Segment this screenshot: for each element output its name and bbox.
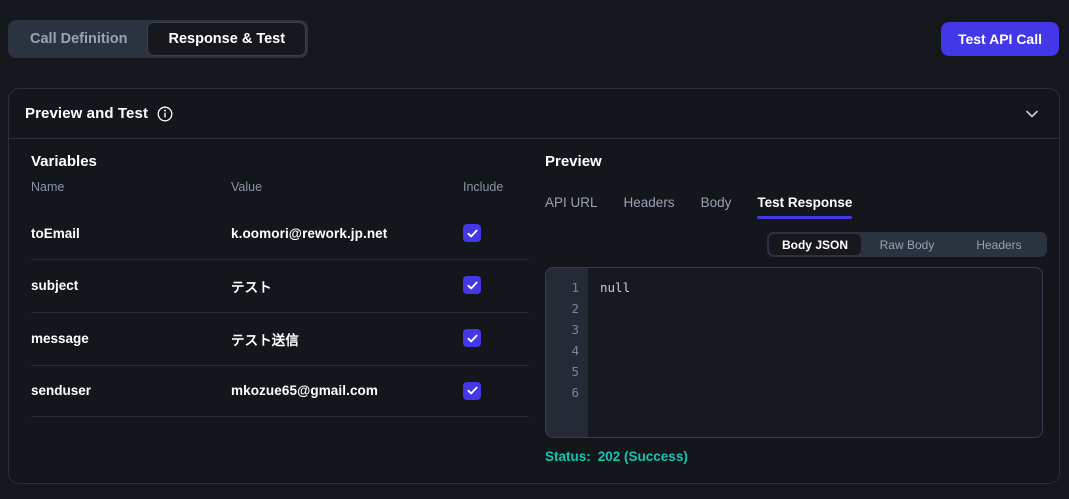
- table-row: toEmail k.oomori@rework.jp.net: [31, 208, 529, 260]
- preview-tab-bar: API URL Headers Body Test Response: [545, 185, 1047, 219]
- body-mode-switch: Body JSON Raw Body Headers: [767, 232, 1047, 257]
- include-cell: [463, 365, 529, 417]
- tab-api-url[interactable]: API URL: [545, 195, 598, 219]
- variable-value: テスト送信: [231, 312, 463, 366]
- table-row: senduser mkozue65@gmail.com: [31, 365, 529, 417]
- table-header-row: Name Value Include: [31, 180, 529, 208]
- include-checkbox[interactable]: [463, 276, 481, 295]
- line-number: 1: [571, 280, 579, 295]
- body-mode-body-json-label: Body JSON: [781, 237, 848, 252]
- variables-table: Name Value Include toEmail k.oomori@rewo…: [31, 180, 529, 417]
- tab-response-and-test-label: Response & Test: [168, 31, 286, 47]
- line-number: 2: [571, 301, 579, 316]
- include-cell: [463, 208, 529, 260]
- variable-name: message: [31, 312, 231, 366]
- line-number: 5: [571, 364, 579, 379]
- variable-value: mkozue65@gmail.com: [231, 365, 463, 417]
- column-header-value: Value: [231, 180, 263, 194]
- info-circle-icon[interactable]: [157, 106, 173, 122]
- tab-test-response-label: Test Response: [757, 195, 853, 210]
- body-mode-raw-body[interactable]: Raw Body: [861, 234, 953, 255]
- column-header-name: Name: [31, 180, 65, 194]
- preview-and-test-card: Preview and Test Variables: [8, 88, 1060, 484]
- page-title: Preview and Test: [25, 105, 149, 122]
- table-row: subject テスト: [31, 259, 529, 313]
- tab-call-definition-label: Call Definition: [30, 31, 128, 47]
- tab-headers[interactable]: Headers: [624, 195, 675, 219]
- card-header: Preview and Test: [9, 89, 1059, 139]
- variables-heading: Variables: [31, 153, 97, 170]
- variable-name: toEmail: [31, 208, 231, 260]
- editor-line-numbers: 1 2 3 4 5 6: [546, 268, 588, 437]
- status-value: 202 (Success): [597, 449, 688, 464]
- table-row: message テスト送信: [31, 312, 529, 366]
- line-number: 3: [571, 322, 579, 337]
- column-header-include: Include: [463, 180, 504, 194]
- mode-tab-group: Call Definition Response & Test: [8, 20, 309, 58]
- body-mode-body-json[interactable]: Body JSON: [769, 234, 861, 255]
- tab-api-url-label: API URL: [545, 195, 598, 210]
- test-api-call-button[interactable]: Test API Call: [940, 22, 1059, 56]
- chevron-down-icon[interactable]: [1021, 103, 1043, 125]
- include-cell: [463, 312, 529, 366]
- variable-value: テスト: [231, 259, 463, 313]
- include-cell: [463, 259, 529, 313]
- tab-response-and-test[interactable]: Response & Test: [147, 22, 307, 56]
- body-mode-raw-body-label: Raw Body: [879, 237, 935, 252]
- tab-headers-label: Headers: [623, 195, 675, 210]
- include-checkbox[interactable]: [463, 381, 481, 400]
- tab-test-response[interactable]: Test Response: [757, 195, 853, 219]
- body-mode-headers[interactable]: Headers: [953, 234, 1045, 255]
- include-checkbox[interactable]: [463, 224, 481, 242]
- preview-heading: Preview: [545, 153, 602, 170]
- variable-value: k.oomori@rework.jp.net: [231, 208, 463, 260]
- line-number: 4: [571, 343, 579, 358]
- variable-name: senduser: [31, 365, 231, 417]
- status-badge: Status: 202 (Success): [545, 449, 1047, 464]
- tab-body[interactable]: Body: [701, 195, 732, 219]
- response-editor[interactable]: 1 2 3 4 5 6 null: [545, 267, 1043, 438]
- editor-content[interactable]: null: [600, 280, 631, 295]
- card-body: Variables Name Value Include toEmail k.o…: [9, 139, 1059, 483]
- preview-pane: Preview API URL Headers Body Test Respon…: [537, 153, 1047, 483]
- line-number: 6: [571, 385, 579, 400]
- variables-pane: Variables Name Value Include toEmail k.o…: [9, 153, 537, 483]
- variable-name: subject: [31, 259, 231, 313]
- tab-body-label: Body: [700, 195, 732, 210]
- tab-call-definition[interactable]: Call Definition: [10, 22, 147, 56]
- top-bar: Call Definition Response & Test Test API…: [0, 0, 1069, 78]
- include-checkbox[interactable]: [463, 329, 481, 348]
- body-mode-headers-label: Headers: [976, 237, 1022, 252]
- status-label: Status:: [545, 449, 591, 464]
